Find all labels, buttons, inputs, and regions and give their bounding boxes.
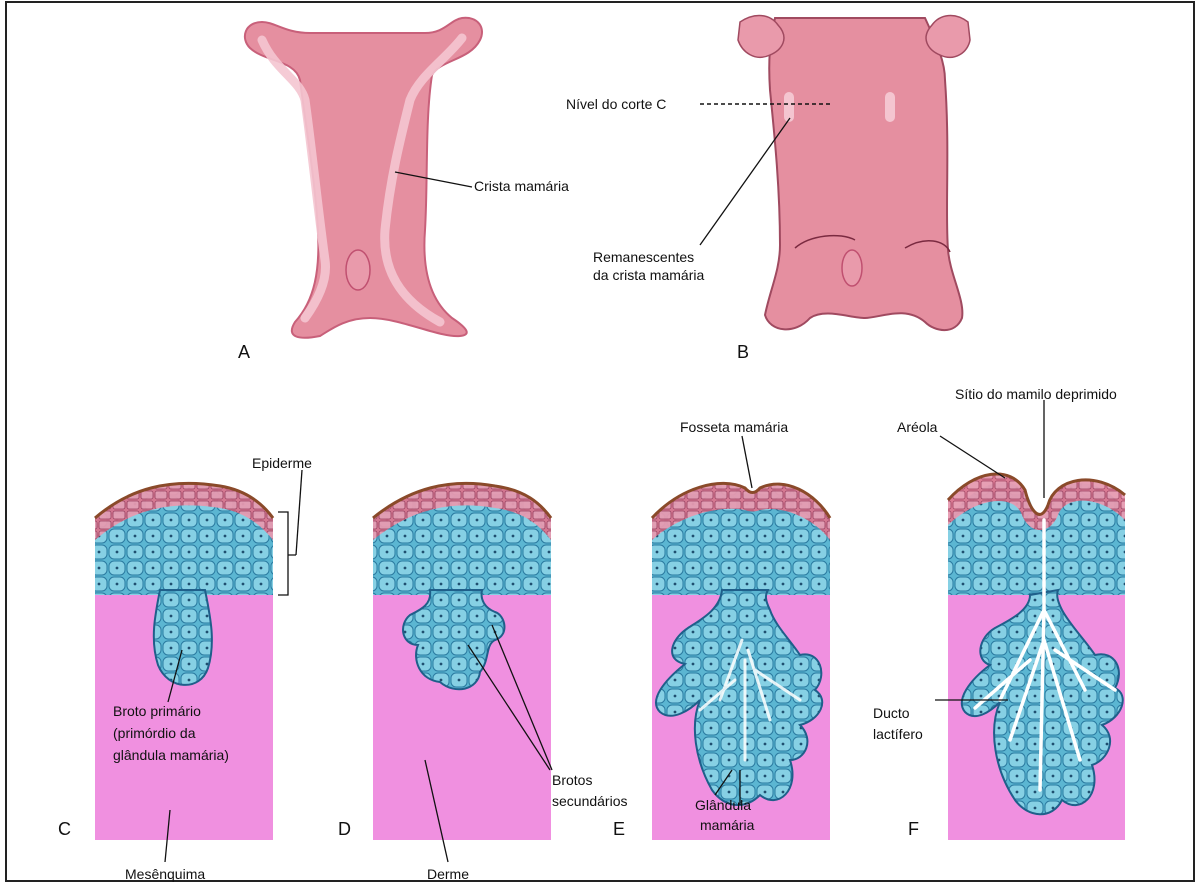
label-areola: Aréola — [897, 419, 938, 435]
panel-b-embryo — [738, 16, 970, 331]
label-remanescentes-1: Remanescentes — [593, 249, 694, 265]
label-brotos-sec-1: Brotos — [552, 772, 592, 788]
primary-bud-c — [154, 590, 212, 685]
leader-epiderme — [296, 470, 302, 555]
label-glandula-2: mamária — [700, 817, 755, 833]
embryo-body-b — [765, 18, 962, 330]
panel-label-c: C — [58, 819, 71, 839]
label-broto-3: glândula mamária) — [113, 747, 229, 763]
label-crista-mamaria: Crista mamária — [474, 178, 569, 194]
leader-fosseta — [742, 436, 752, 488]
genital-tubercle-a — [346, 250, 370, 290]
label-derme: Derme — [427, 866, 469, 882]
panel-d-section — [373, 483, 551, 840]
panel-f-section — [948, 474, 1125, 840]
label-mesenquima: Mesênquima — [125, 866, 205, 882]
label-fosseta: Fosseta mamária — [680, 419, 788, 435]
label-sitio-mamilo: Sítio do mamilo deprimido — [955, 386, 1117, 402]
bracket-epiderme — [278, 512, 296, 595]
panel-label-b: B — [737, 342, 749, 362]
label-nivel-corte: Nível do corte C — [566, 96, 666, 112]
label-remanescentes-2: da crista mamária — [593, 267, 704, 283]
label-broto-2: (primórdio da — [113, 725, 196, 741]
panel-c-section — [95, 483, 273, 840]
label-brotos-sec-2: secundários — [552, 793, 628, 809]
panel-label-d: D — [338, 819, 351, 839]
panel-e-section — [652, 483, 830, 840]
label-broto-1: Broto primário — [113, 703, 201, 719]
panel-label-a: A — [238, 342, 250, 362]
label-ducto-2: lactífero — [873, 726, 923, 742]
label-glandula-1: Glândula — [695, 797, 751, 813]
panel-label-e: E — [613, 819, 625, 839]
remnant-right-b — [885, 92, 895, 122]
label-ducto-1: Ducto — [873, 705, 910, 721]
genital-tubercle-b — [842, 250, 862, 286]
remnant-left-b — [784, 92, 794, 122]
panel-label-f: F — [908, 819, 919, 839]
leader-areola — [940, 436, 1005, 478]
label-epiderme: Epiderme — [252, 455, 312, 471]
panel-a-embryo — [245, 18, 482, 338]
upper-limb-right-b — [926, 16, 970, 58]
leader-remanescentes — [700, 118, 790, 245]
